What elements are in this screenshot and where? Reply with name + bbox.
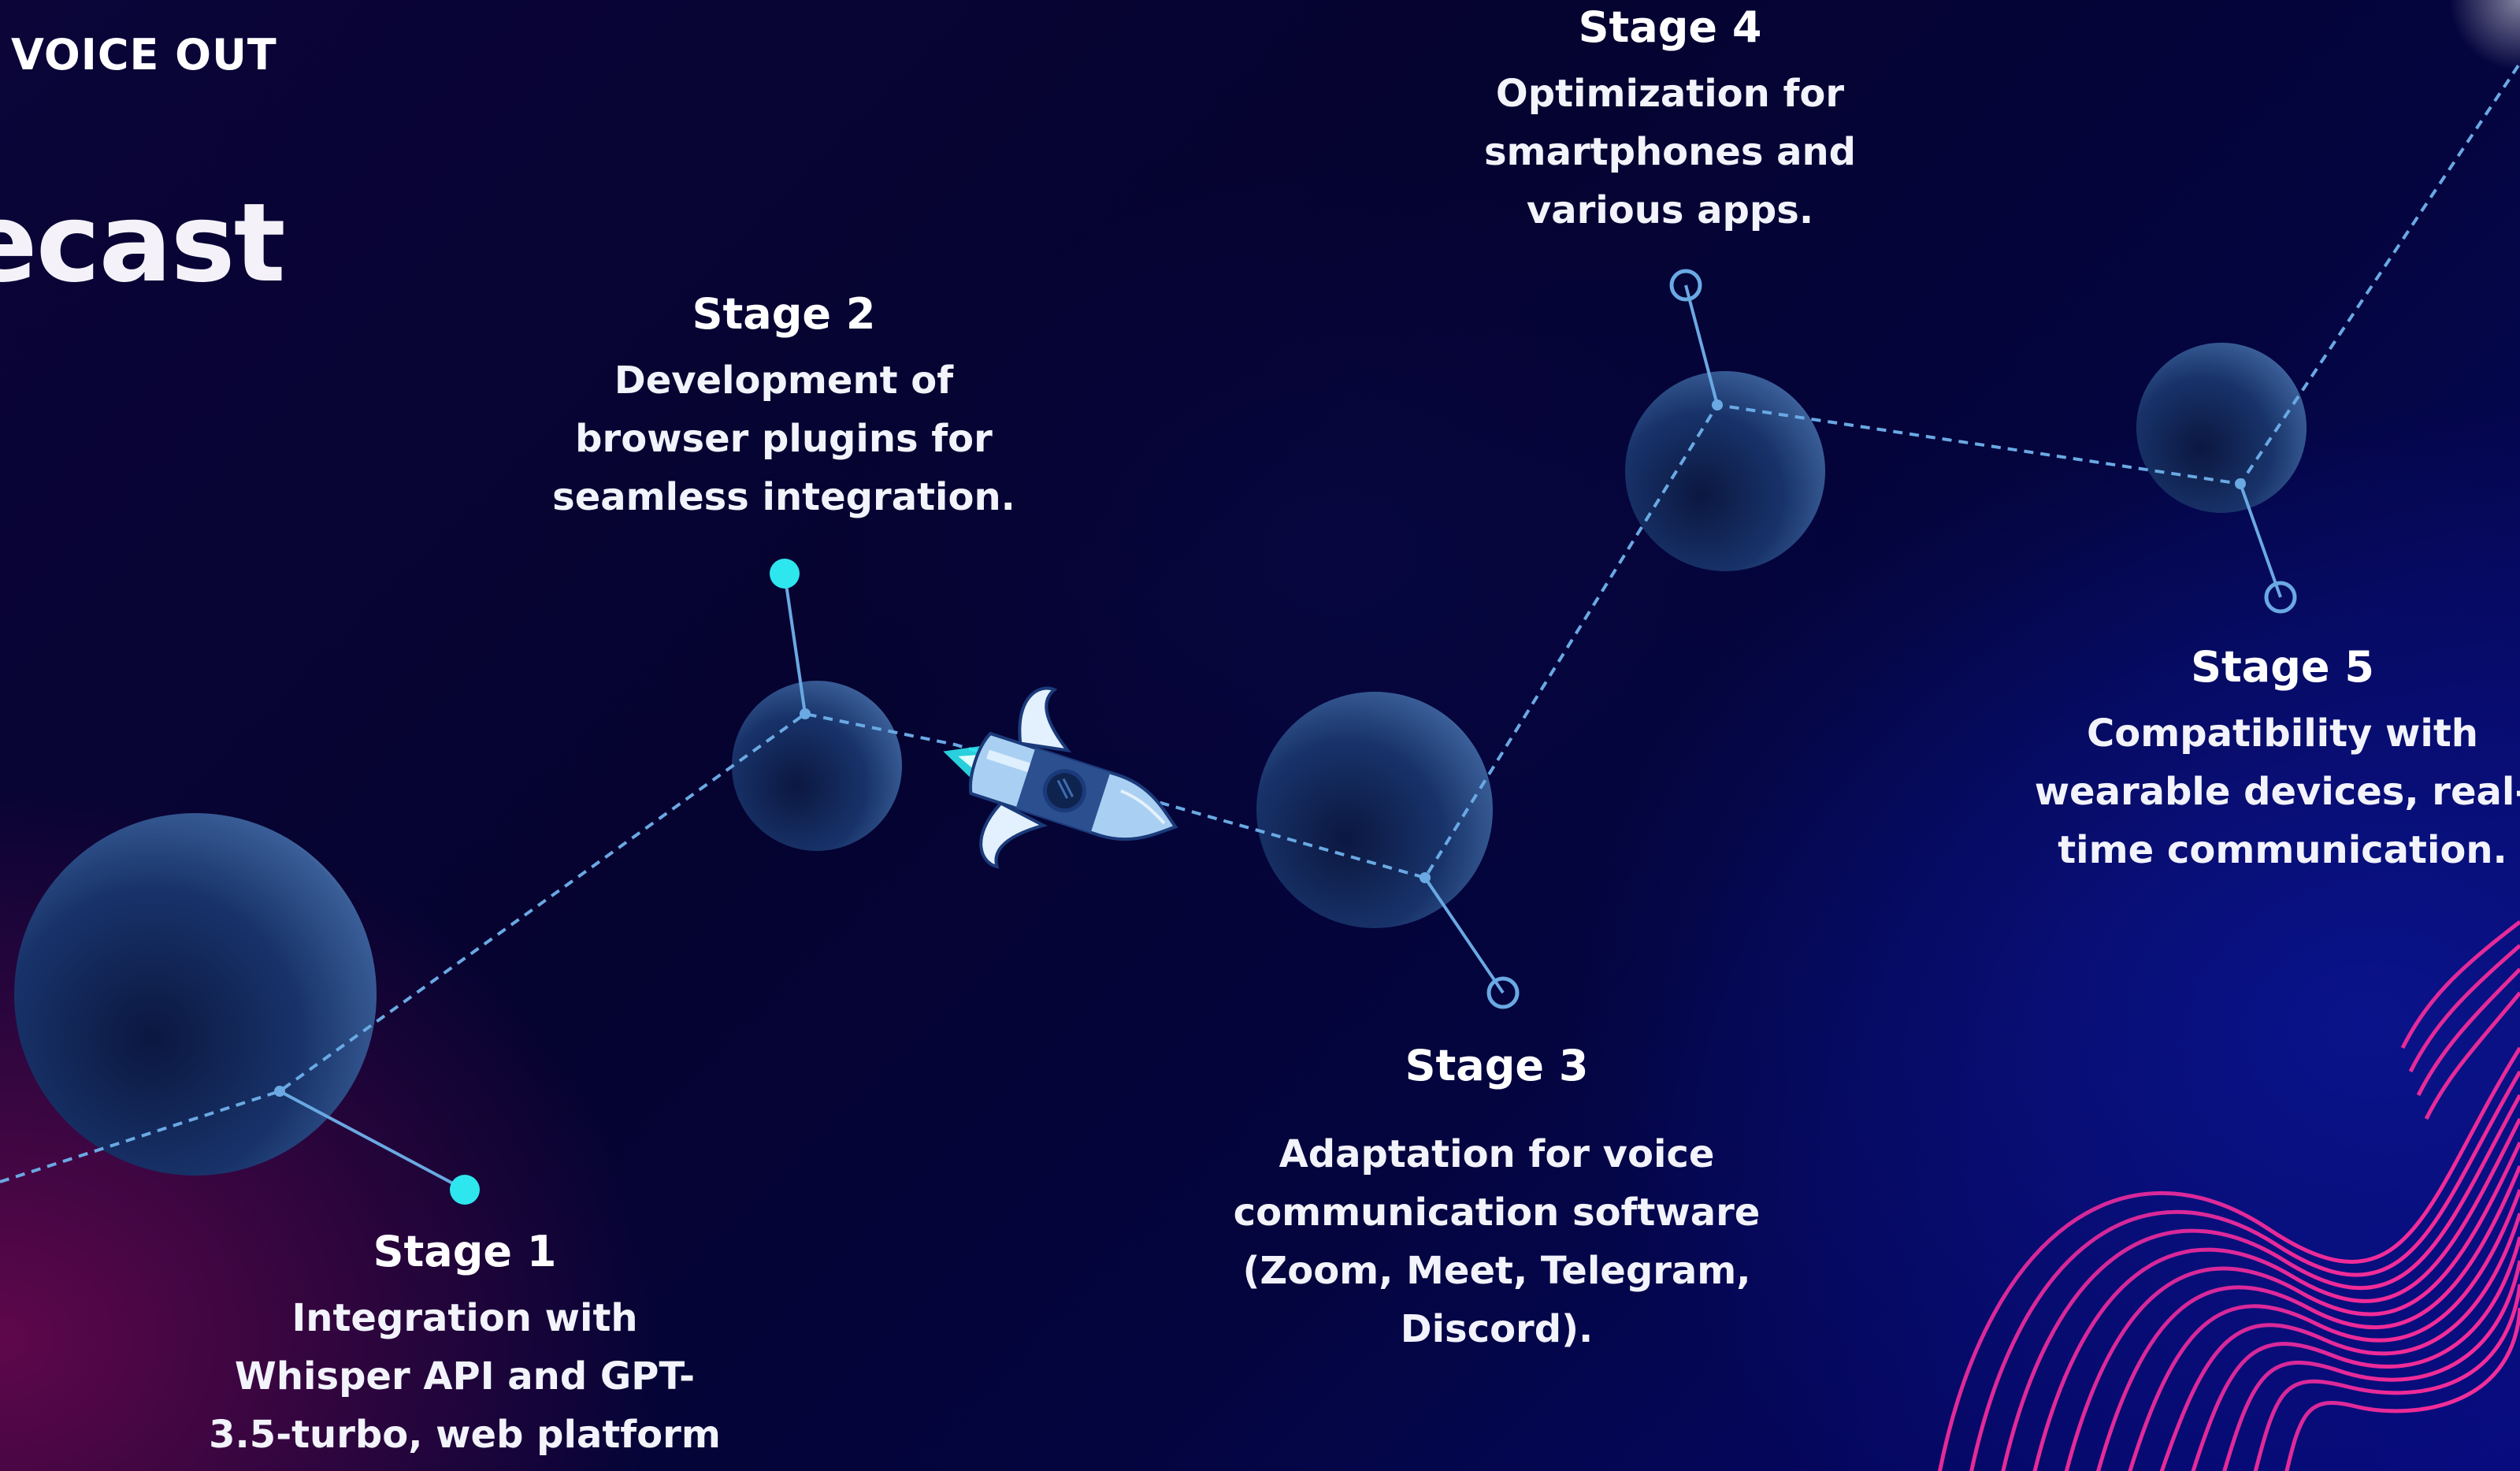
connector-stage-3 (1423, 876, 1505, 994)
stage-4-description: Optimization for smartphones and various… (1483, 72, 1857, 232)
connector-stage-2 (783, 573, 807, 715)
stage-5-marker (2264, 581, 2297, 614)
stage-1-label: Stage 1 (373, 1227, 557, 1276)
stage-2-description: Development of browser plugins for seaml… (552, 358, 1015, 519)
stage-connectors (279, 284, 2282, 1191)
stage-5-block: Stage 5 Compatibility with wearable devi… (2017, 641, 2520, 879)
stage-3-label: Stage 3 (1405, 1041, 1589, 1090)
path-vertices (274, 399, 2246, 1097)
stage-1-block: Stage 1 Integration with Whisper API and… (205, 1226, 725, 1471)
stage-2-marker (770, 559, 800, 589)
page-title: recast (0, 180, 286, 306)
stage-4-label: Stage 4 (1578, 2, 1762, 52)
brand-logo-text: VOICE OUT (11, 30, 277, 80)
planet-4-icon (1625, 371, 1825, 571)
planet-1-icon (14, 813, 377, 1176)
stage-3-block: Stage 3 Adaptation for voice communicati… (1158, 1040, 1835, 1358)
roadmap-path (0, 61, 2520, 1183)
stage-2-label: Stage 2 (692, 289, 876, 339)
connector-stage-1 (279, 1090, 466, 1191)
decorative-wave-lines (1938, 920, 2520, 1471)
stage-5-label: Stage 5 (2191, 642, 2374, 692)
stage-4-block: Stage 4 Optimization for smartphones and… (1449, 2, 1891, 240)
stage-1-marker (450, 1175, 480, 1205)
connector-stage-5 (2239, 483, 2282, 598)
stage-3-marker (1486, 976, 1520, 1009)
planet-5-icon (2136, 343, 2307, 513)
corner-glow (2449, 0, 2520, 71)
connector-stage-4 (1684, 284, 1719, 406)
rocket-icon (943, 686, 1178, 869)
stage-5-description: Compatibility with wearable devices, rea… (2034, 711, 2520, 872)
stage-4-marker (1669, 269, 1702, 302)
stage-1-description: Integration with Whisper API and GPT-3.5… (209, 1296, 721, 1457)
stage-3-description: Adaptation for voice communication softw… (1233, 1132, 1761, 1351)
planet-3-icon (1256, 692, 1493, 928)
stage-2-block: Stage 2 Development of browser plugins f… (551, 288, 1016, 526)
planet-2-icon (732, 681, 902, 851)
